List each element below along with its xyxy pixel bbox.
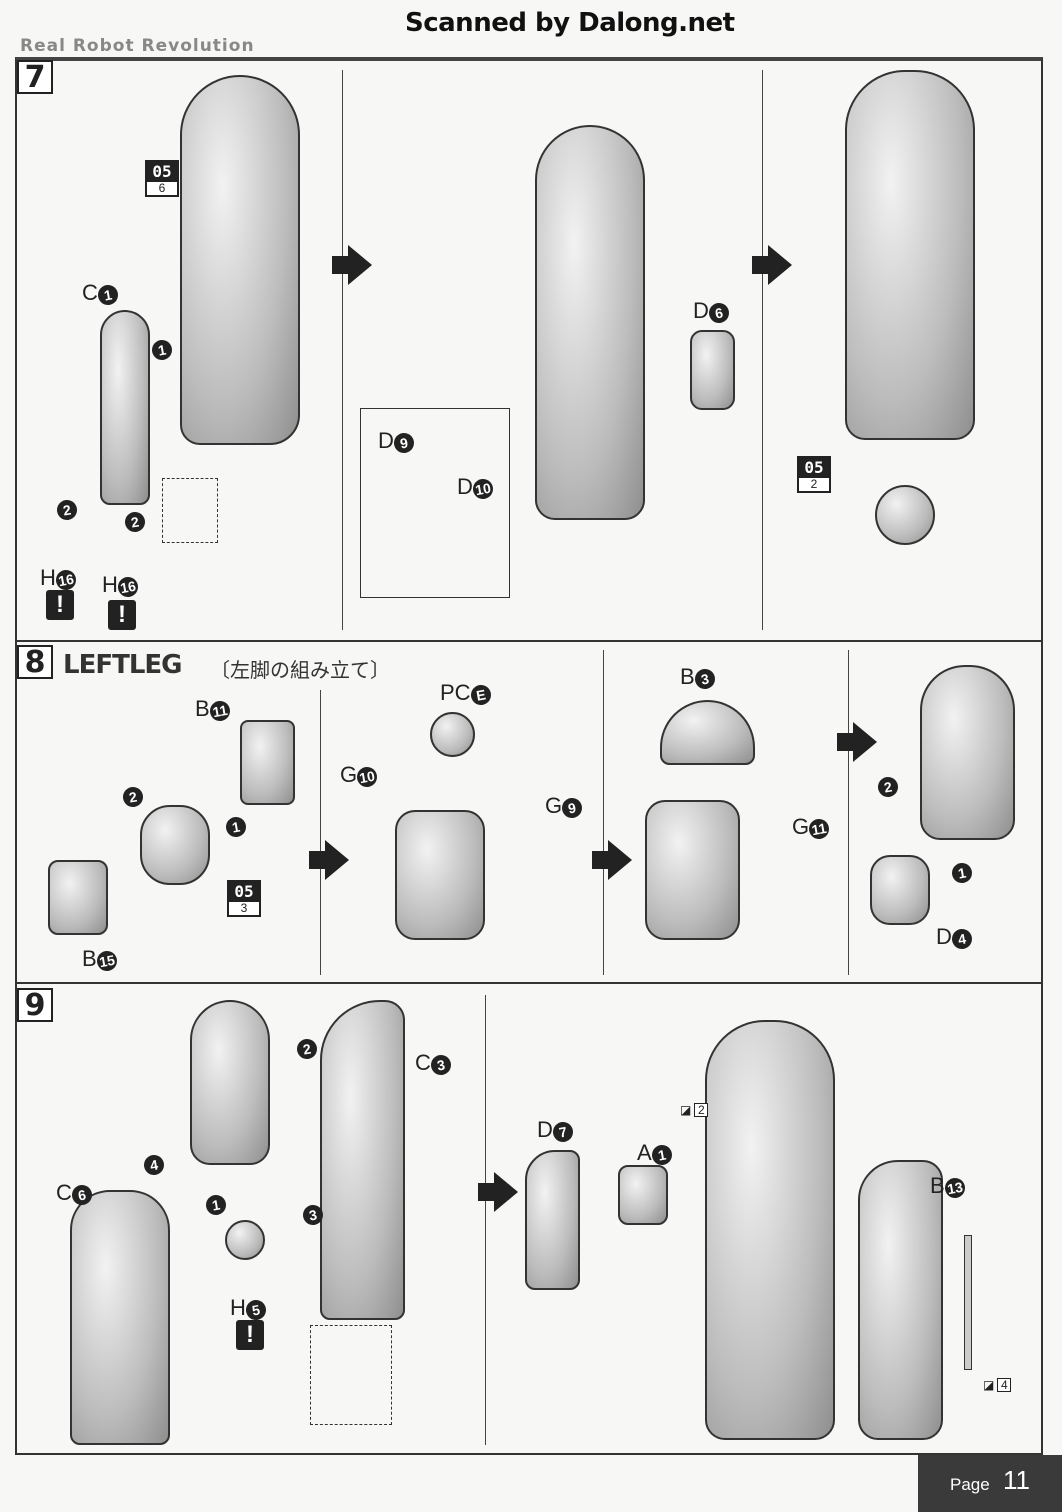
divider <box>15 982 1043 984</box>
step-title: LEFTLEG <box>63 650 182 680</box>
part-c1 <box>100 310 150 505</box>
part-pce <box>430 712 475 757</box>
leg-part <box>920 665 1015 840</box>
detail-inset <box>310 1325 392 1425</box>
torso-part <box>535 125 645 520</box>
part-label-g11: G11 <box>792 814 831 841</box>
page-label: Page <box>950 1475 990 1494</box>
part-label-g10: G10 <box>340 762 379 789</box>
sticker-strip <box>964 1235 972 1370</box>
part-c6 <box>70 1190 170 1445</box>
part-c3 <box>320 1000 405 1320</box>
torso-part <box>180 75 300 445</box>
part-d4 <box>870 855 930 925</box>
part-b15 <box>48 860 108 935</box>
next-arrow-icon <box>309 840 349 880</box>
part-b13 <box>858 1160 943 1440</box>
next-arrow-icon <box>478 1172 518 1212</box>
leg-part <box>190 1000 270 1165</box>
detail-inset <box>162 478 218 543</box>
part-label-h16: H16 <box>40 565 78 592</box>
part-a1 <box>618 1165 668 1225</box>
part-b11 <box>240 720 295 805</box>
torso-part <box>845 70 975 440</box>
instruction-frame <box>15 57 1043 1455</box>
part-d7 <box>525 1150 580 1290</box>
scan-credit: Scanned by Dalong.net <box>405 8 735 38</box>
part-d6 <box>690 330 735 410</box>
page-number: 11 <box>1003 1465 1030 1495</box>
part-h5 <box>225 1220 265 1260</box>
ball-joint-part <box>875 485 935 545</box>
step-7-number: 7 <box>17 60 53 94</box>
brand-title: Real Robot Revolution <box>20 36 255 56</box>
next-arrow-icon <box>332 245 372 285</box>
part-label-b11: B11 <box>195 696 232 723</box>
warning-icon: ! <box>236 1320 264 1350</box>
leg-assembly <box>705 1020 835 1440</box>
step-8-number: 8 <box>17 645 53 679</box>
divider <box>848 650 849 975</box>
sticker-marker: ◪2 <box>680 1103 709 1117</box>
part-label-b15: B15 <box>82 946 119 973</box>
divider <box>485 995 486 1445</box>
next-arrow-icon <box>752 245 792 285</box>
detail-inset <box>360 408 510 598</box>
divider <box>342 70 343 630</box>
knee-part <box>140 805 210 885</box>
divider <box>15 640 1043 642</box>
warning-icon: ! <box>108 600 136 630</box>
next-arrow-icon <box>837 722 877 762</box>
part-label-d10: D10 <box>457 474 495 501</box>
leg-part <box>395 810 485 940</box>
divider <box>762 70 763 630</box>
page-footer: Page 11 <box>918 1455 1062 1512</box>
divider <box>320 690 321 975</box>
sticker-marker: ◪4 <box>983 1378 1012 1392</box>
step-subtitle: 〔左脚の組み立て〕 <box>210 658 390 682</box>
step-9-number: 9 <box>17 988 53 1022</box>
part-label-b13: B13 <box>930 1173 967 1200</box>
next-arrow-icon <box>592 840 632 880</box>
part-label-h16: H16 <box>102 572 140 599</box>
divider <box>603 650 604 975</box>
warning-icon: ! <box>46 590 74 620</box>
leg-part <box>645 800 740 940</box>
